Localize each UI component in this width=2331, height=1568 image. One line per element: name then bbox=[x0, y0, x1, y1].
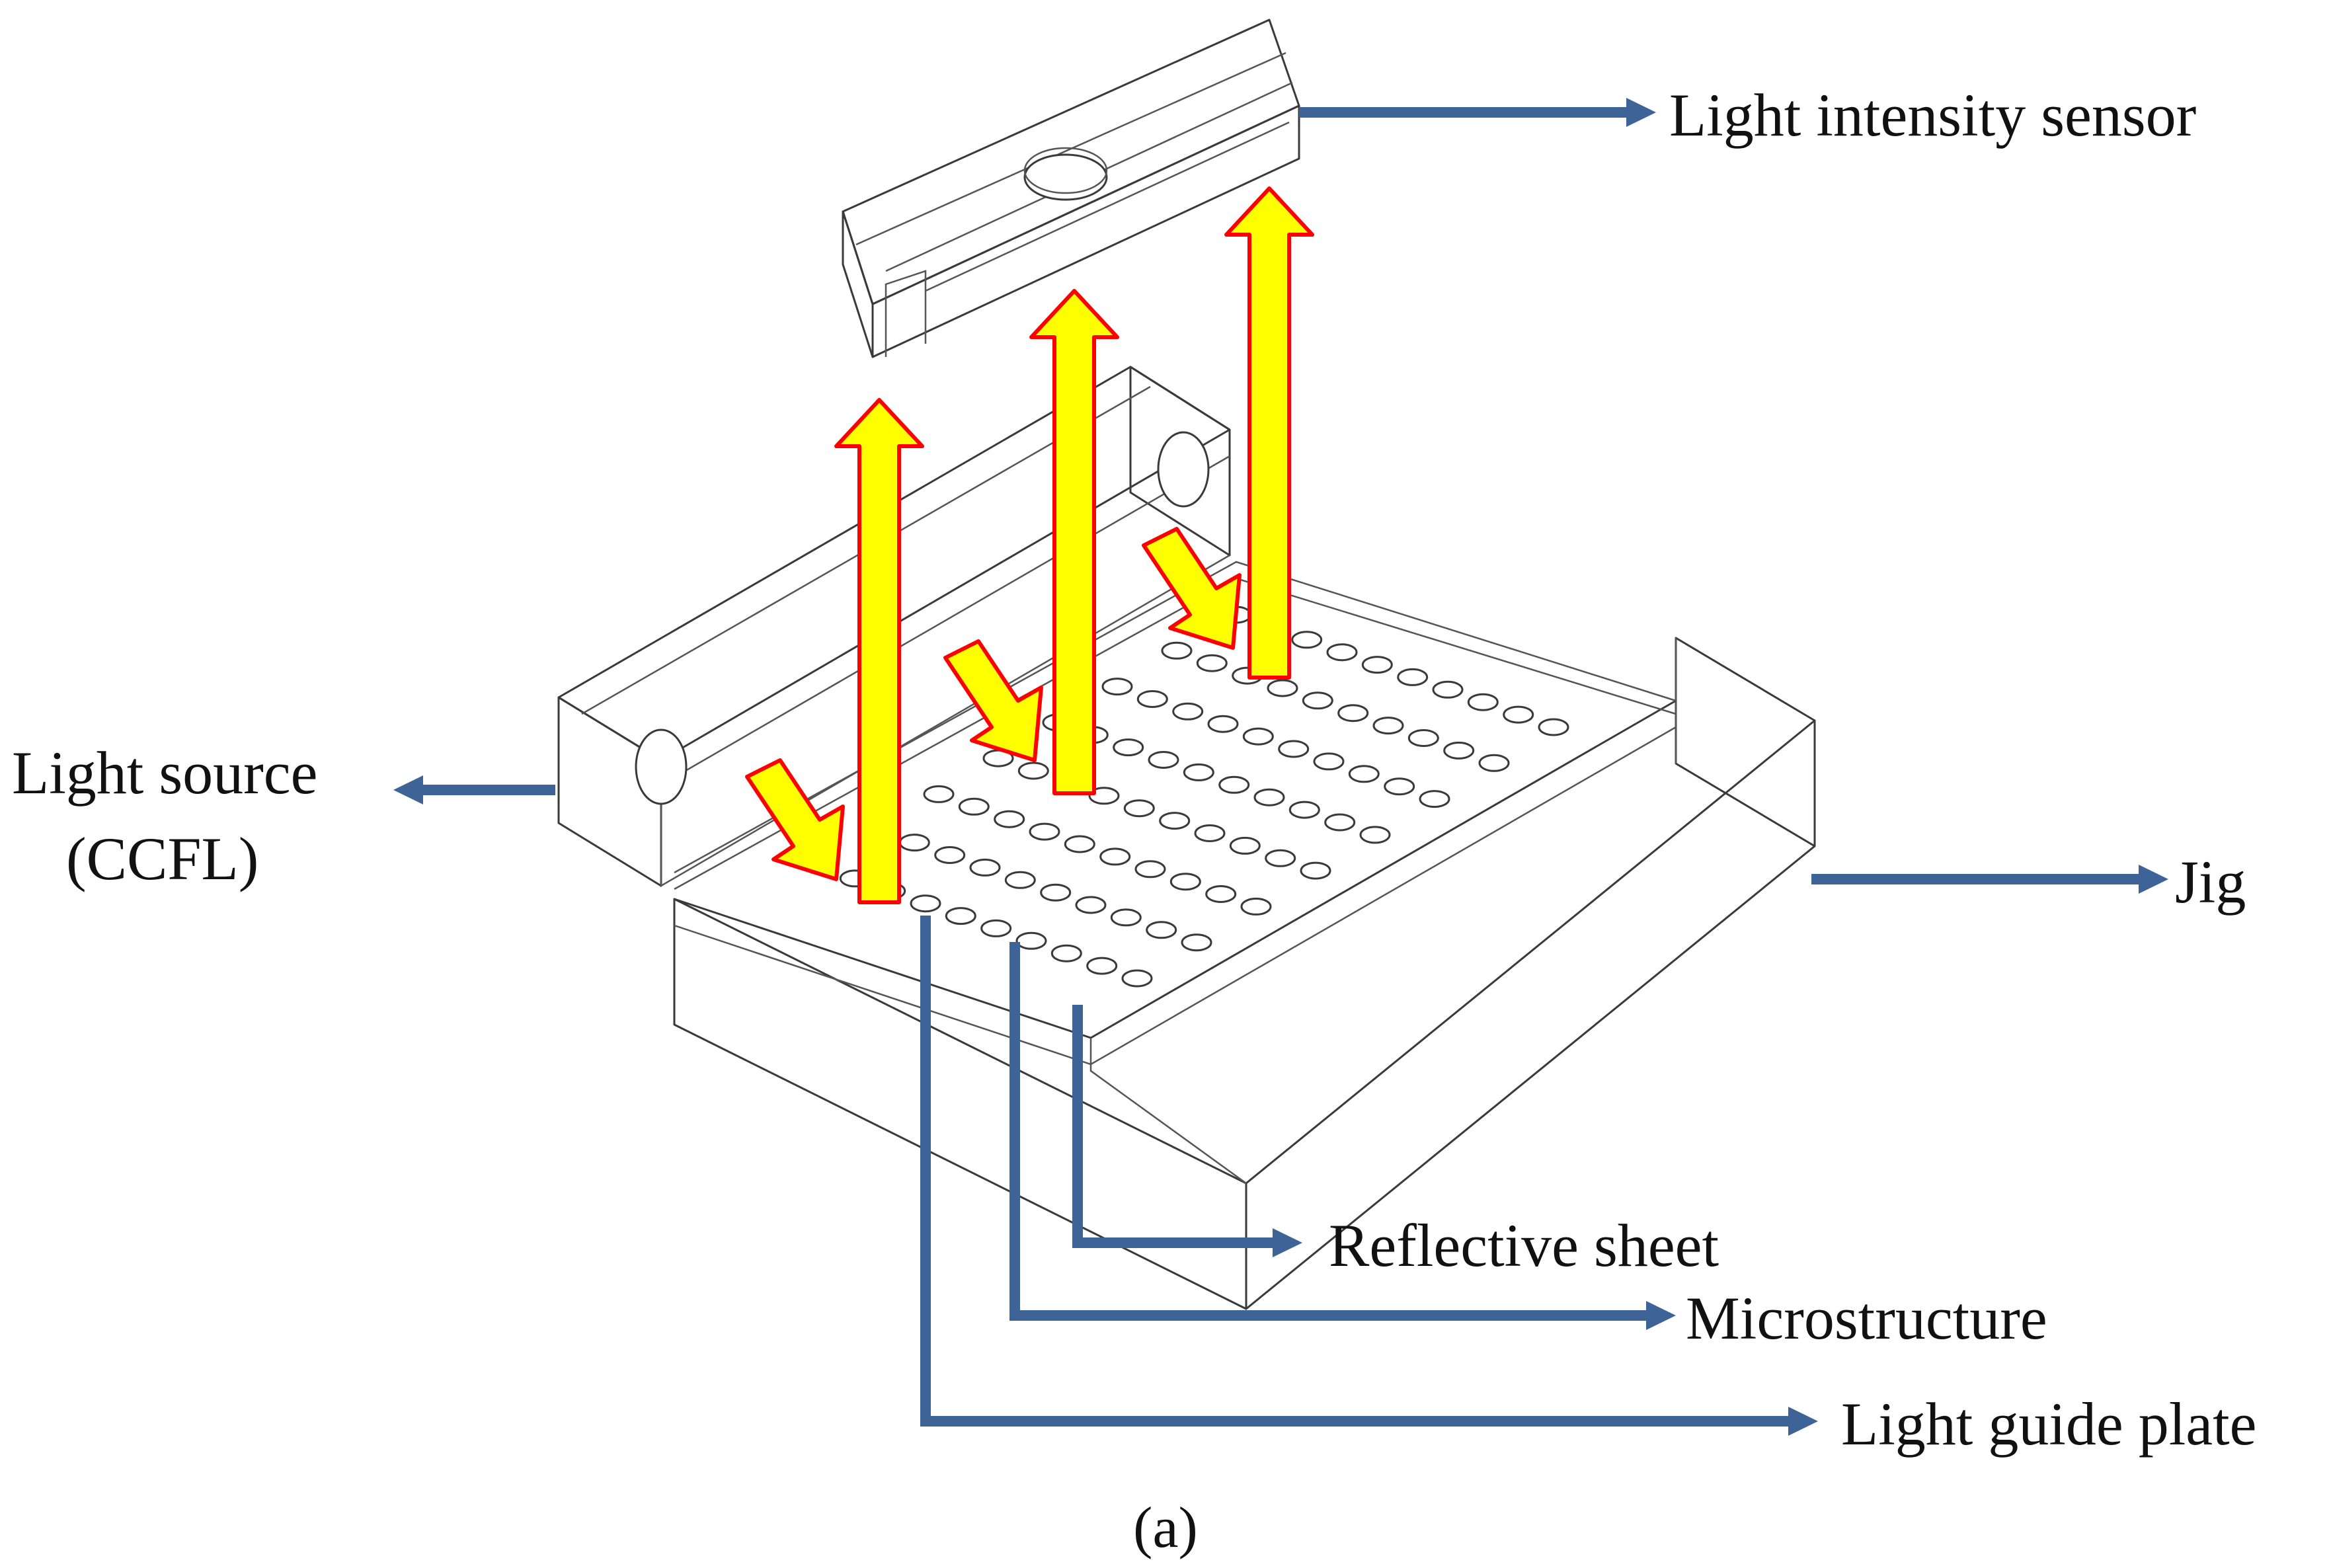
label-light-guide-plate: Light guide plate bbox=[1841, 1390, 2257, 1458]
microstructure-dot bbox=[1278, 740, 1310, 758]
leader-reflective-sheet bbox=[1072, 1005, 1302, 1257]
microstructure-dot bbox=[1183, 763, 1214, 781]
label-reflective-sheet: Reflective sheet bbox=[1329, 1212, 1719, 1279]
emitted-light-arrows bbox=[834, 186, 1314, 904]
microstructure-dot bbox=[1136, 690, 1168, 708]
jig bbox=[673, 637, 1816, 1310]
microstructure-dot bbox=[1110, 908, 1142, 927]
microstructure-dot bbox=[1288, 801, 1320, 819]
label-microstructure: Microstructure bbox=[1686, 1284, 2047, 1352]
microstructure-dot bbox=[1134, 860, 1166, 879]
microstructure-dot bbox=[1099, 847, 1131, 866]
microstructure-dot bbox=[1146, 921, 1177, 939]
leader-lines bbox=[393, 98, 2168, 1436]
microstructure-dot bbox=[1467, 693, 1499, 711]
microstructure-dot bbox=[1265, 849, 1296, 867]
incident-arrow-2 bbox=[943, 639, 1043, 762]
microstructure-dot bbox=[1313, 752, 1345, 771]
microstructure-dot bbox=[1300, 861, 1331, 880]
figure-caption: (a) bbox=[1133, 1496, 1198, 1560]
microstructure-dot bbox=[1361, 656, 1393, 674]
microstructure-dot bbox=[1181, 933, 1212, 952]
microstructure-dot bbox=[1017, 762, 1049, 780]
microstructure-dot bbox=[1359, 826, 1391, 844]
leader-light-source bbox=[393, 775, 555, 804]
microstructure-dot bbox=[1207, 715, 1239, 733]
microstructure-dot bbox=[910, 894, 941, 913]
microstructure-dot bbox=[1218, 775, 1250, 794]
microstructure-dot bbox=[934, 846, 966, 864]
microstructure-dot bbox=[1064, 835, 1095, 853]
microstructure-dot bbox=[1348, 765, 1380, 783]
microstructure-dot bbox=[1324, 813, 1356, 832]
microstructure-dot bbox=[1503, 705, 1534, 724]
microstructure-dot bbox=[1240, 897, 1272, 916]
microstructure-dot bbox=[1075, 896, 1107, 914]
label-light-source: Light source bbox=[12, 739, 317, 806]
microstructure-dot bbox=[1088, 787, 1120, 805]
microstructure-dot bbox=[898, 834, 930, 852]
emitted-arrow-3 bbox=[1224, 186, 1314, 680]
microstructure-dot bbox=[1397, 668, 1429, 686]
emitted-arrow-1 bbox=[834, 398, 924, 904]
incident-arrow-3 bbox=[1142, 527, 1242, 650]
microstructure-dot bbox=[1419, 790, 1450, 808]
microstructure-dot bbox=[1015, 931, 1047, 950]
leader-jig bbox=[1811, 865, 2168, 894]
microstructure-dot bbox=[1291, 631, 1323, 649]
microstructure-dot bbox=[1372, 717, 1404, 735]
microstructure-dot bbox=[1113, 738, 1144, 757]
leader-light-guide-plate bbox=[920, 916, 1818, 1436]
light-intensity-sensor bbox=[842, 19, 1300, 358]
microstructure-dot bbox=[1384, 777, 1415, 796]
microstructure-dot bbox=[1432, 680, 1464, 699]
microstructure-grid bbox=[804, 606, 1569, 988]
microstructure-dot bbox=[1478, 754, 1510, 772]
microstructure-dot bbox=[1443, 741, 1475, 760]
light-source-housing bbox=[557, 366, 1677, 890]
label-jig: Jig bbox=[2175, 848, 2246, 916]
microstructure-dot bbox=[994, 810, 1025, 828]
microstructure-dot bbox=[1123, 799, 1155, 818]
microstructure-dot bbox=[969, 858, 1001, 877]
microstructure-dot bbox=[1267, 679, 1298, 697]
microstructure-dot bbox=[1205, 885, 1237, 903]
microstructure-dot bbox=[1242, 727, 1274, 746]
microstructure-dot bbox=[980, 919, 1012, 937]
microstructure-dot bbox=[1004, 871, 1036, 889]
microstructure-dot bbox=[1148, 751, 1179, 769]
microstructure-dot bbox=[945, 907, 976, 925]
incident-light-arrows bbox=[745, 527, 1242, 881]
emitted-arrow-2 bbox=[1029, 289, 1119, 795]
microstructure-dot bbox=[1302, 691, 1333, 710]
microstructure-dot bbox=[1196, 654, 1228, 672]
microstructure-dot bbox=[1050, 944, 1082, 962]
microstructure-dot bbox=[1194, 824, 1226, 842]
microstructure-dot bbox=[923, 785, 955, 803]
microstructure-dot bbox=[1101, 678, 1133, 696]
microstructure-dot bbox=[1040, 883, 1072, 902]
microstructure-dot bbox=[1121, 969, 1153, 988]
microstructure-dot bbox=[1169, 873, 1201, 891]
microstructure-dot bbox=[1161, 641, 1193, 660]
microstructure-dot bbox=[1538, 718, 1569, 736]
label-light-intensity-sensor: Light intensity sensor bbox=[1669, 81, 2196, 149]
microstructure-dot bbox=[1326, 643, 1358, 662]
microstructure-dot bbox=[958, 797, 990, 816]
incident-arrow-1 bbox=[745, 758, 845, 881]
microstructure-dot bbox=[1229, 836, 1261, 855]
microstructure-dot bbox=[1172, 702, 1204, 721]
label-ccfl: (CCFL) bbox=[66, 825, 258, 892]
microstructure-dot bbox=[1029, 822, 1060, 841]
microstructure-dot bbox=[1086, 957, 1118, 975]
leader-sensor bbox=[1299, 98, 1656, 127]
microstructure-dot bbox=[1407, 729, 1439, 747]
leader-microstructure bbox=[1009, 942, 1676, 1330]
microstructure-dot bbox=[1337, 704, 1369, 723]
microstructure-dot bbox=[1253, 788, 1285, 806]
microstructure-dot bbox=[1159, 812, 1191, 830]
